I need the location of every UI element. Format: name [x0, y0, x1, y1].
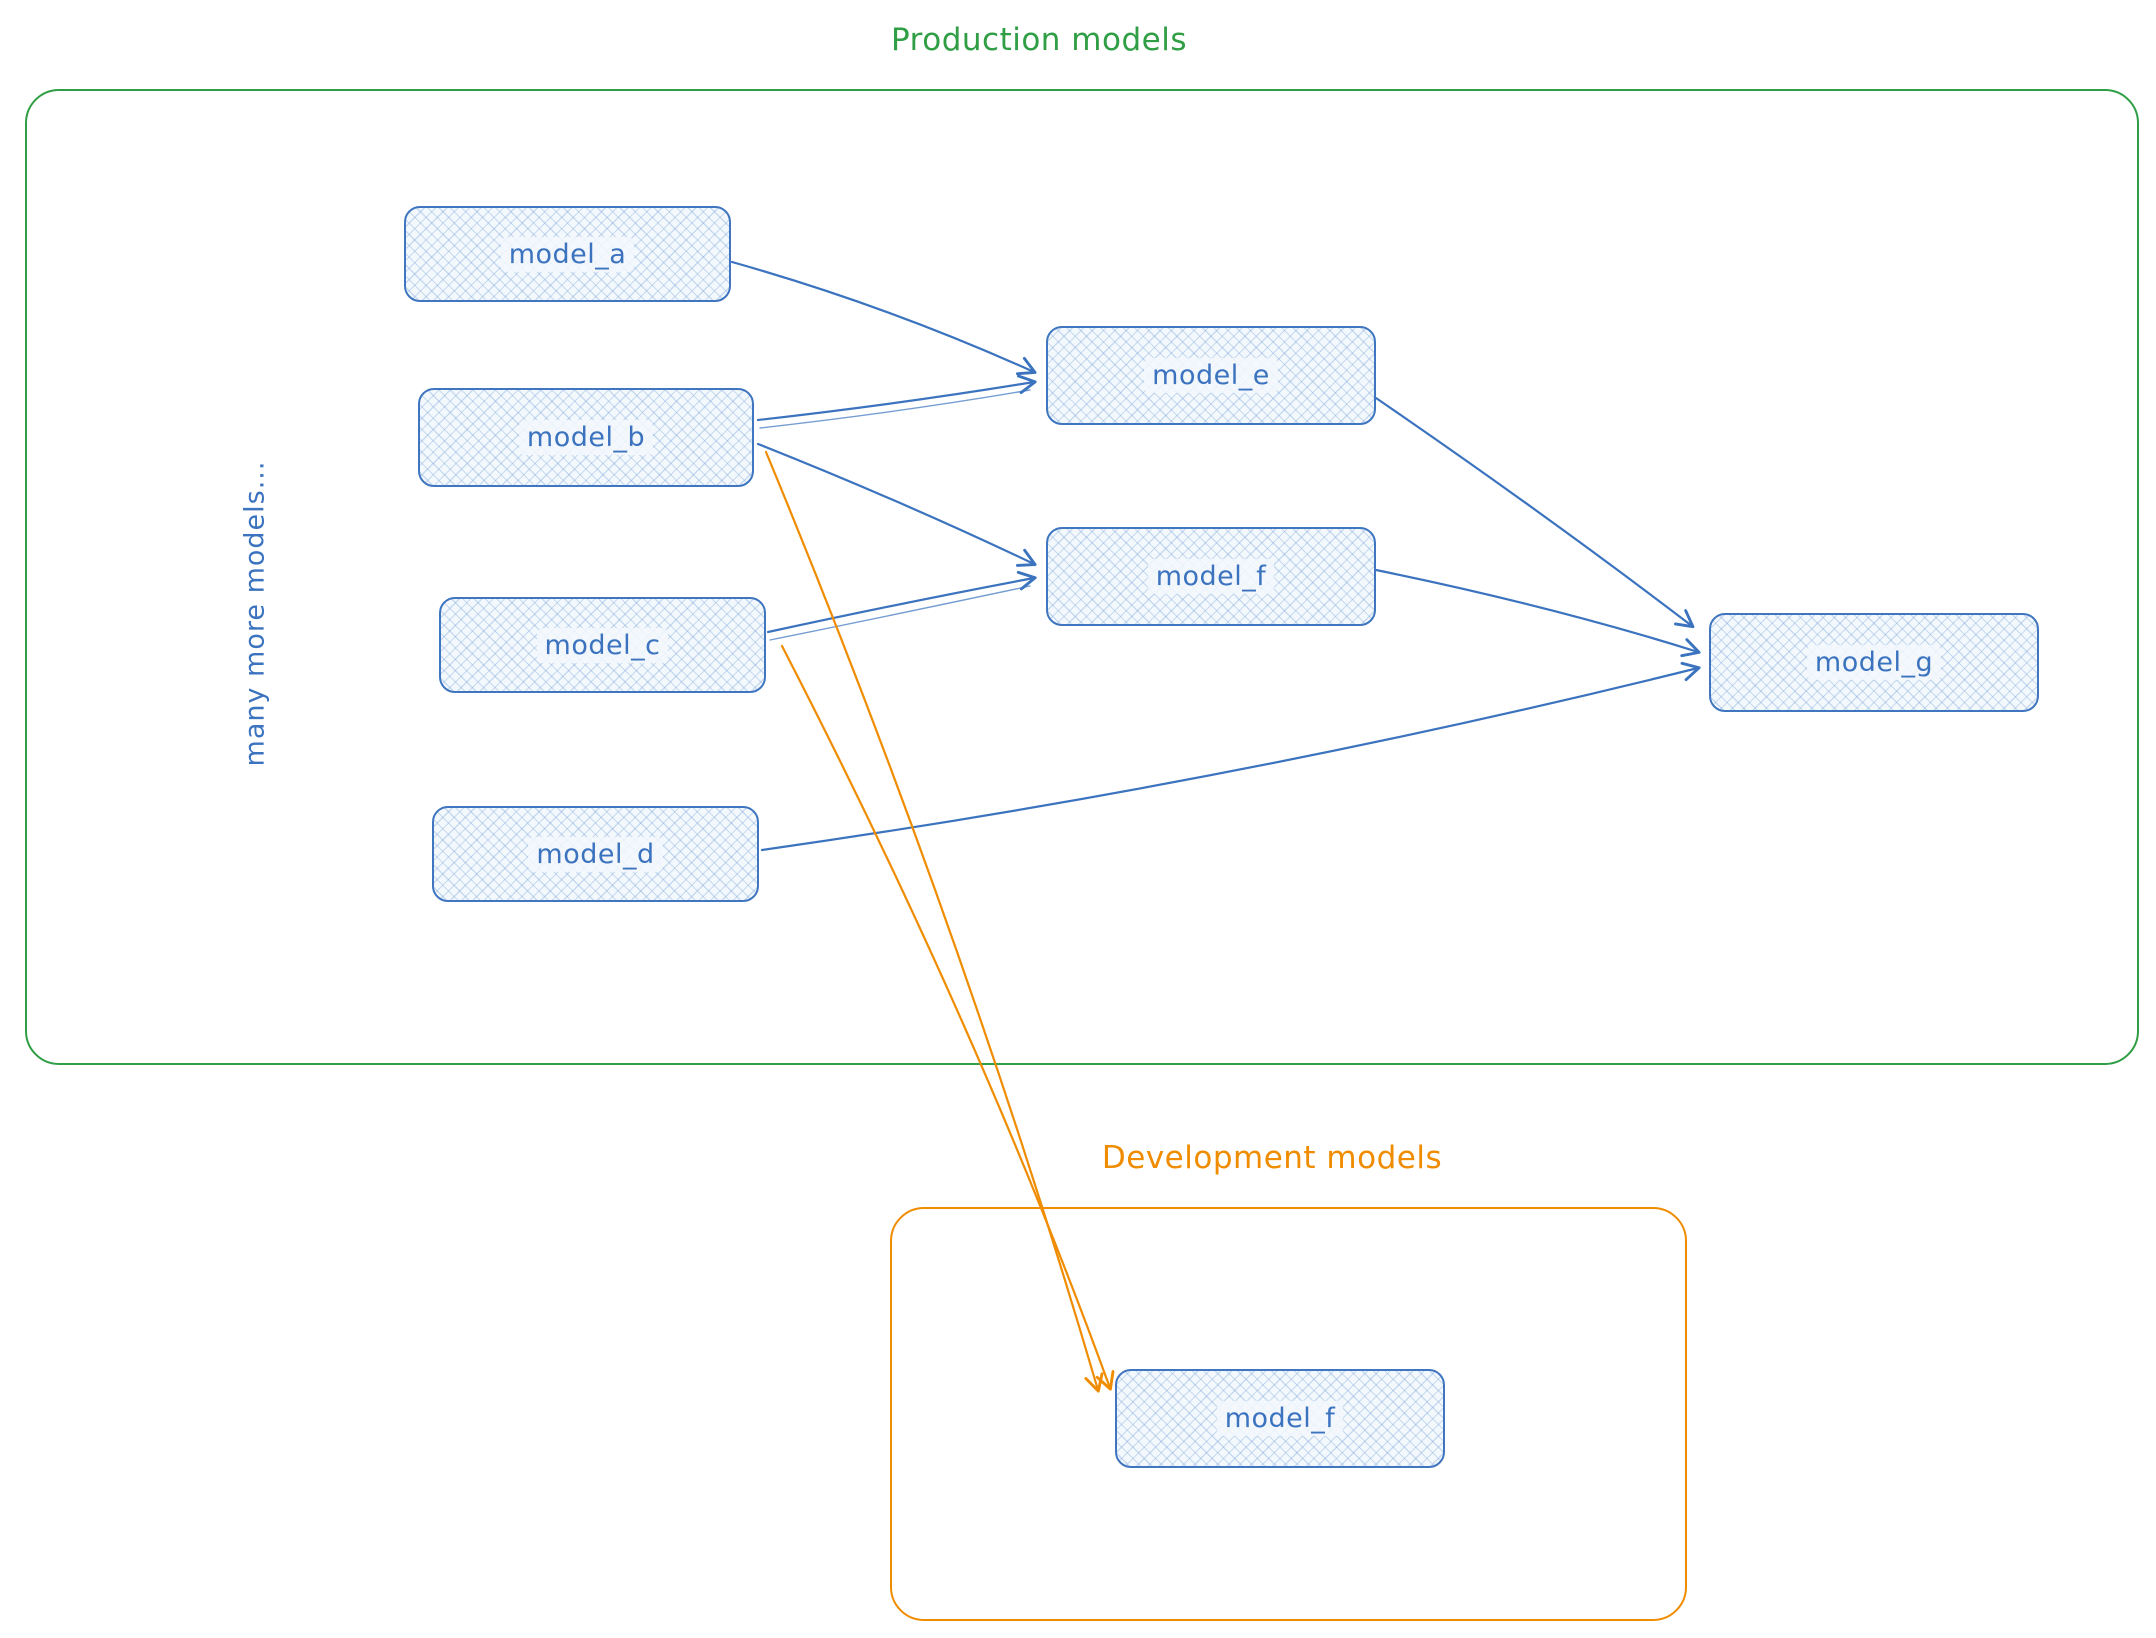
- node-model-d: model_d: [432, 806, 759, 902]
- node-model-f-label: model_f: [1147, 559, 1275, 594]
- node-model-c: model_c: [439, 597, 766, 693]
- node-model-a-label: model_a: [500, 236, 635, 272]
- node-model-b: model_b: [418, 388, 754, 487]
- node-model-g: model_g: [1709, 613, 2039, 712]
- many-more-models-label: many more models...: [239, 460, 271, 767]
- node-model-f-dev: model_f: [1115, 1369, 1445, 1468]
- node-model-a: model_a: [404, 206, 731, 302]
- development-group-title: Development models: [1101, 1140, 1443, 1176]
- node-model-f-dev-label: model_f: [1216, 1401, 1344, 1436]
- node-model-f: model_f: [1046, 527, 1376, 626]
- node-model-c-label: model_c: [536, 627, 669, 663]
- node-model-e-label: model_e: [1144, 358, 1278, 393]
- node-model-e: model_e: [1046, 326, 1376, 425]
- node-model-d-label: model_d: [528, 836, 663, 872]
- node-model-b-label: model_b: [518, 420, 654, 455]
- production-group-title: Production models: [891, 22, 1187, 58]
- development-group-frame: [890, 1207, 1687, 1621]
- node-model-g-label: model_g: [1806, 645, 1942, 680]
